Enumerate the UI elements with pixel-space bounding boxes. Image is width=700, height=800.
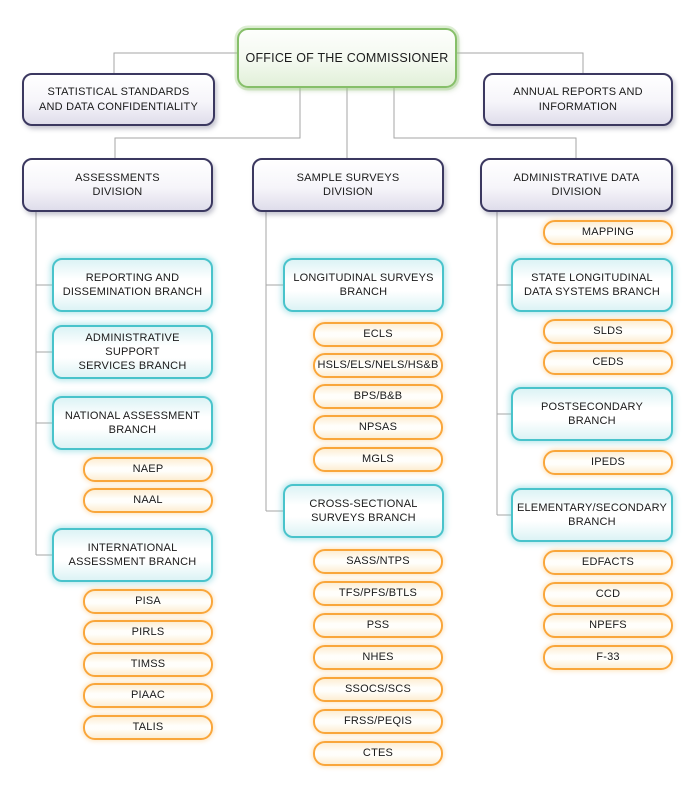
node-sample-surveys-division: SAMPLE SURVEYS DIVISION	[252, 158, 444, 212]
node-nhes: NHES	[313, 645, 443, 670]
connector-root-to-administrative-data	[393, 88, 577, 158]
node-administrative-data-division: ADMINISTRATIVE DATA DIVISION	[480, 158, 673, 212]
node-elementary-secondary-branch: ELEMENTARY/SECONDARY BRANCH	[511, 488, 673, 542]
node-assessments-division: ASSESSMENTS DIVISION	[22, 158, 213, 212]
node-annual-reports-and-information: ANNUAL REPORTS AND INFORMATION	[483, 73, 673, 126]
node-talis: TALIS	[83, 715, 213, 740]
node-administrative-support-services-branch: ADMINISTRATIVE SUPPORT SERVICES BRANCH	[52, 325, 213, 379]
node-tfs-pfs-btls: TFS/PFS/BTLS	[313, 581, 443, 606]
node-ecls: ECLS	[313, 322, 443, 347]
node-pirls: PIRLS	[83, 620, 213, 645]
node-piaac: PIAAC	[83, 683, 213, 708]
node-f-33: F-33	[543, 645, 673, 670]
node-hsls-els-nels-hsb: HSLS/ELS/NELS/HS&B	[313, 353, 443, 378]
node-frss-peqis: FRSS/PEQIS	[313, 709, 443, 734]
node-statistical-standards-and-data-confidentiality: STATISTICAL STANDARDS AND DATA CONFIDENT…	[22, 73, 215, 126]
node-ssocs-scs: SSOCS/SCS	[313, 677, 443, 702]
node-mgls: MGLS	[313, 447, 443, 472]
node-timss: TIMSS	[83, 652, 213, 677]
connector-root-to-annual-reports	[457, 52, 584, 73]
node-slds: SLDS	[543, 319, 673, 344]
node-longitudinal-surveys-branch: LONGITUDINAL SURVEYS BRANCH	[283, 258, 444, 312]
node-international-assessment-branch: INTERNATIONAL ASSESSMENT BRANCH	[52, 528, 213, 582]
node-postsecondary-branch: POSTSECONDARY BRANCH	[511, 387, 673, 441]
node-npefs: NPEFS	[543, 613, 673, 638]
node-pss: PSS	[313, 613, 443, 638]
node-cross-sectional-surveys-branch: CROSS-SECTIONAL SURVEYS BRANCH	[283, 484, 444, 538]
node-edfacts: EDFACTS	[543, 550, 673, 575]
node-ctes: CTES	[313, 741, 443, 766]
node-npsas: NPSAS	[313, 415, 443, 440]
connector-root-to-assessments	[114, 88, 301, 158]
node-ipeds: IPEDS	[543, 450, 673, 475]
node-mapping: MAPPING	[543, 220, 673, 245]
node-sass-ntps: SASS/NTPS	[313, 549, 443, 574]
node-state-longitudinal-data-systems-branch: STATE LONGITUDINAL DATA SYSTEMS BRANCH	[511, 258, 673, 312]
node-reporting-and-dissemination-branch: REPORTING AND DISSEMINATION BRANCH	[52, 258, 213, 312]
node-ceds: CEDS	[543, 350, 673, 375]
node-naal: NAAL	[83, 488, 213, 513]
node-national-assessment-branch: NATIONAL ASSESSMENT BRANCH	[52, 396, 213, 450]
node-bps-bb: BPS/B&B	[313, 384, 443, 409]
connector-root-to-statistical-standards	[113, 52, 237, 73]
node-ccd: CCD	[543, 582, 673, 607]
node-pisa: PISA	[83, 589, 213, 614]
node-office-of-the-commissioner: OFFICE OF THE COMMISSIONER	[237, 28, 457, 88]
node-naep: NAEP	[83, 457, 213, 482]
